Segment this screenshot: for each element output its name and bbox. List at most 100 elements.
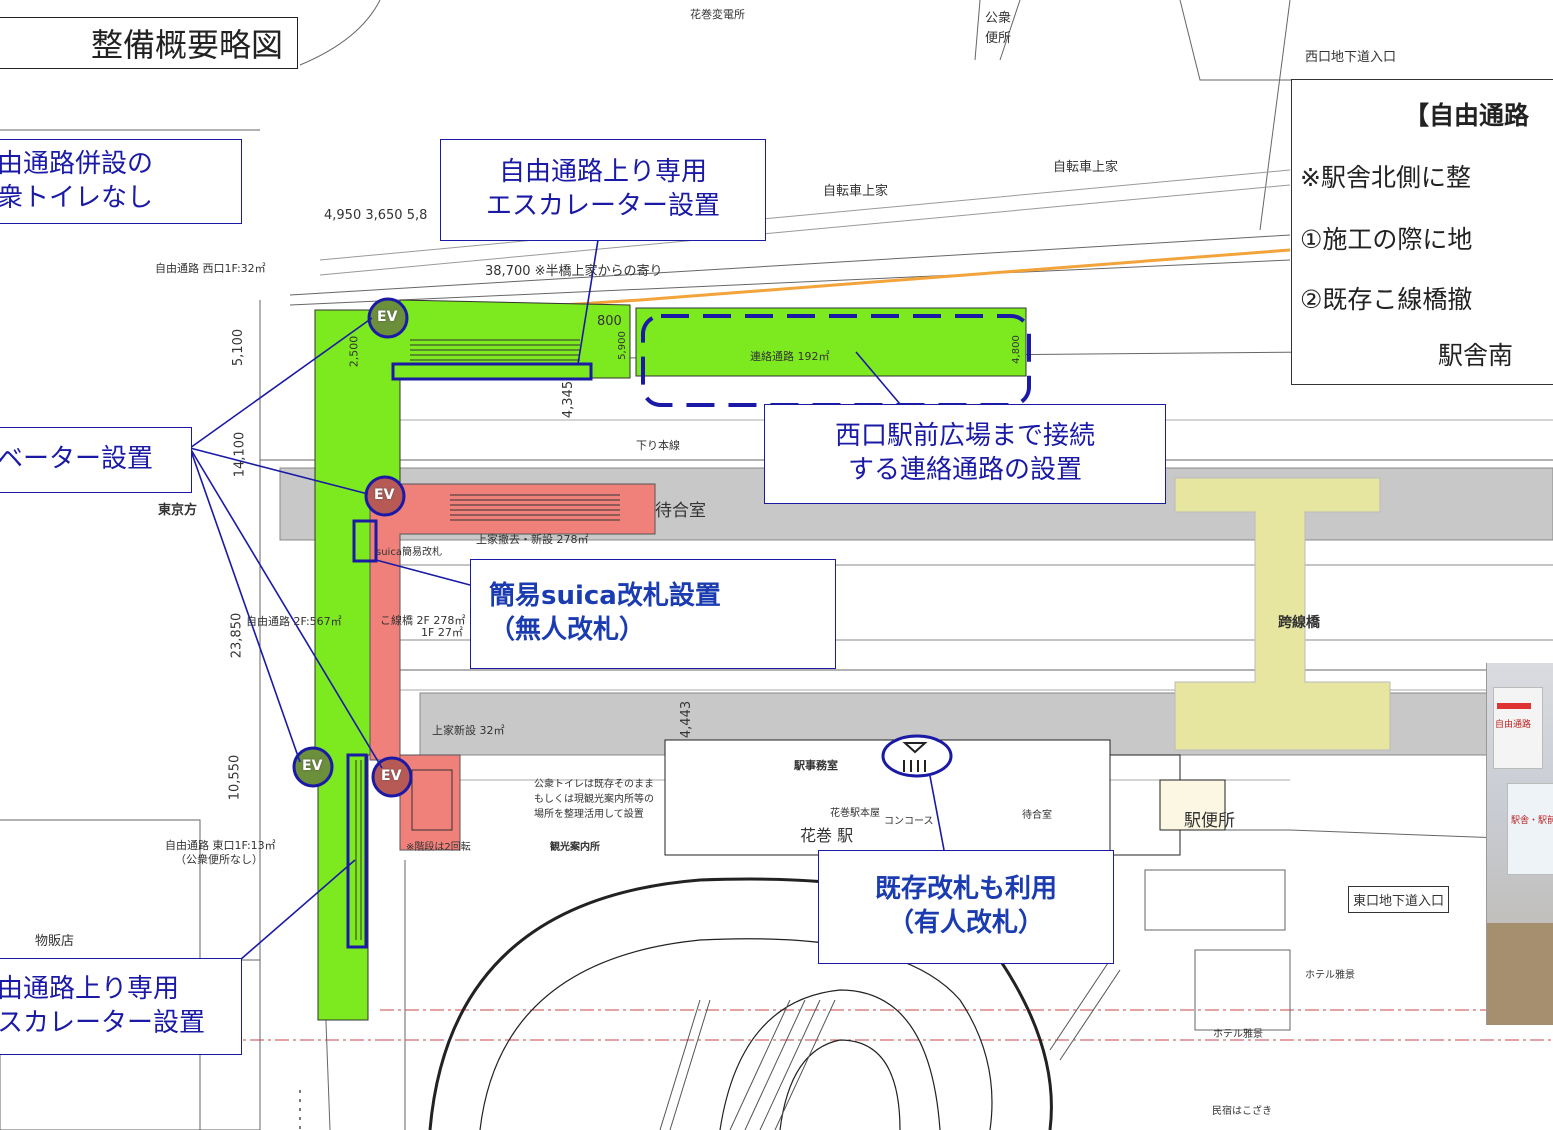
hotel-label: ホテル雅景 [1213, 1029, 1263, 1040]
tokyo-direction-label: 東京方 [158, 503, 198, 518]
waiting-room-label: 待合室 [655, 501, 706, 521]
tourist-info-label: 観光案内所 [550, 842, 600, 853]
ev-label: EV [381, 768, 402, 784]
ev-icon [364, 475, 406, 517]
waiting-room-2-label: 待合室 [1022, 810, 1052, 821]
escalator-hatch [355, 339, 620, 940]
callout-line: 衆トイレなし [0, 182, 154, 213]
title-text: 整備概要略図 [90, 26, 283, 64]
no-public-toilet-note: （公衆便所なし） [175, 853, 263, 866]
existing-gate-callout: 既存改札も利用 （有人改札） [818, 850, 1114, 964]
info-box: 【自由通路 ※駅舎北側に整 ①施工の際に地 ②既存こ線橋撤 駅舎南 [1291, 79, 1553, 385]
suica-gate-marker [352, 519, 378, 563]
photo-poster [1507, 783, 1553, 875]
info-box-line: 駅舎南 [1438, 341, 1514, 370]
escalator-marker-bottom [346, 753, 368, 949]
down-main-line-label: 下り本線 [636, 439, 680, 452]
ev-icon [292, 746, 334, 788]
photo-sign [1493, 687, 1543, 769]
ev-label: EV [374, 487, 395, 503]
west-underpass-label: 西口地下道入口 [1305, 50, 1397, 65]
toilet-note-1: 公衆トイレは既存そのまま [534, 779, 654, 790]
west-plaza-callout: 西口駅前広場まで接続 する連絡通路の設置 [764, 404, 1166, 504]
toilet-note-2: もしくは現観光案内所等の [534, 794, 654, 805]
callout-line: 自由通路上り専用 [498, 157, 707, 188]
bicycle-shed-label: 自転車上家 [823, 184, 889, 199]
lodging-label: 民宿はこざき [1212, 1106, 1272, 1117]
hatch-area [659, 959, 1121, 1130]
dimension-5900: 5,900 [616, 331, 628, 360]
callout-line: ベーター設置 [0, 444, 154, 475]
photo-sign-text: 自由通路 [1495, 719, 1532, 729]
stairs-note: ※階段は2回転 [406, 842, 471, 853]
dimension-14100: 14,100 [232, 431, 248, 478]
no-public-toilet-callout: 由通路併設の 衆トイレなし [0, 139, 242, 224]
escalator-top-callout: 自由通路上り専用 エスカレーター設置 [440, 139, 766, 241]
callout-line: スカレーター設置 [0, 1007, 206, 1038]
hotel-label: ホテル雅景 [1305, 970, 1355, 981]
ev-label: EV [302, 758, 323, 774]
dimension-38700: 38,700 ※半橋上家からの寄り [485, 264, 663, 279]
canopy-new-label: 上家新設 32㎡ [432, 724, 505, 737]
gate-icon [902, 742, 928, 772]
callout-line: 簡易suica改札設置 [489, 581, 721, 612]
toilet-note-3: 場所を整理活用して設置 [534, 809, 644, 820]
dimension-10550: 10,550 [227, 754, 243, 801]
suica-gate-callout: 簡易suica改札設置 （無人改札） [470, 559, 836, 669]
overpass-2f-label: こ線橋 2F 278㎡ [380, 614, 466, 627]
dimension-4443: 4,443 [679, 700, 695, 739]
station-building-label: 花巻駅本屋 [830, 808, 880, 819]
callout-line: （無人改札） [489, 615, 646, 645]
canopy-rebuild-label: 上家撤去・新設 278㎡ [476, 533, 589, 546]
callout-line: 由通路併設の [0, 148, 154, 179]
public-toilet-label-2: 便所 [985, 31, 1012, 46]
east-underpass-label: 東口地下道入口 [1348, 886, 1450, 913]
leader-lines [189, 239, 945, 961]
station-photo: 自由通路 駅舎・駅前 [1486, 663, 1553, 1025]
dimension-800: 800 [597, 314, 622, 329]
shop-label: 物販店 [35, 934, 75, 949]
callout-line: （有人改札） [887, 908, 1044, 938]
dimension-4345: 4,345 [561, 380, 577, 419]
info-box-line: ②既存こ線橋撤 [1300, 285, 1473, 314]
callout-line: 既存改札も利用 [874, 874, 1057, 905]
bicycle-shed-label: 自転車上家 [1053, 160, 1119, 175]
dimension-5100: 5,100 [231, 328, 247, 367]
existing-gate-marker [881, 734, 953, 778]
station-office-label: 駅事務室 [794, 759, 838, 772]
callout-line: エスカレーター設置 [485, 191, 720, 221]
callout-line: する連絡通路の設置 [847, 455, 1082, 485]
free-passage-west-label: 自由通路 西口1F:32㎡ [155, 262, 266, 275]
free-passage-2f-label: 自由通路 2F:567㎡ [246, 615, 342, 628]
diagram-title: 整備概要略図 [0, 17, 298, 69]
ev-label: EV [377, 309, 398, 325]
callout-line: 由通路上り専用 [0, 973, 180, 1004]
substation-label: 花巻変電所 [690, 8, 745, 21]
ev-icon [367, 297, 409, 339]
callout-line: 西口駅前広場まで接続 [834, 421, 1095, 452]
photo-poster-text: 駅舎・駅前 [1511, 815, 1553, 825]
concourse-label: コンコース [884, 816, 934, 827]
crossing-bridge-label: 跨線橋 [1278, 615, 1320, 631]
public-toilet-label-1: 公衆 [985, 11, 1012, 26]
connecting-passage-label: 連絡通路 192㎡ [750, 350, 830, 363]
crossing-bridge-shape [1174, 477, 1391, 751]
info-box-line: ①施工の際に地 [1300, 225, 1473, 254]
info-box-title: 【自由通路 [1404, 101, 1530, 130]
dimension-4800: 4,800 [1010, 335, 1022, 364]
elevator-callout: ベーター設置 [0, 427, 192, 493]
photo-floor [1487, 923, 1553, 1025]
free-passage-east-label: 自由通路 東口1F:13㎡ [165, 839, 276, 852]
dimension-23850: 23,850 [229, 612, 245, 659]
top-dimensions: 4,950 3,650 5,8 [324, 208, 428, 223]
hanamaki-station-label: 花巻 駅 [800, 826, 854, 845]
suica-gate-small-label: suica簡易改札 [376, 547, 442, 558]
photo-sign-stripe [1497, 703, 1531, 709]
dimension-2500: 2,500 [347, 335, 361, 368]
station-toilet-label: 駅便所 [1184, 811, 1235, 831]
overpass-1f-label: 1F 27㎡ [421, 626, 463, 639]
info-box-line: ※駅舎北側に整 [1300, 163, 1471, 192]
escalator-bottom-callout: 由通路上り専用 スカレーター設置 [0, 958, 242, 1055]
escalator-marker-top [391, 362, 593, 381]
